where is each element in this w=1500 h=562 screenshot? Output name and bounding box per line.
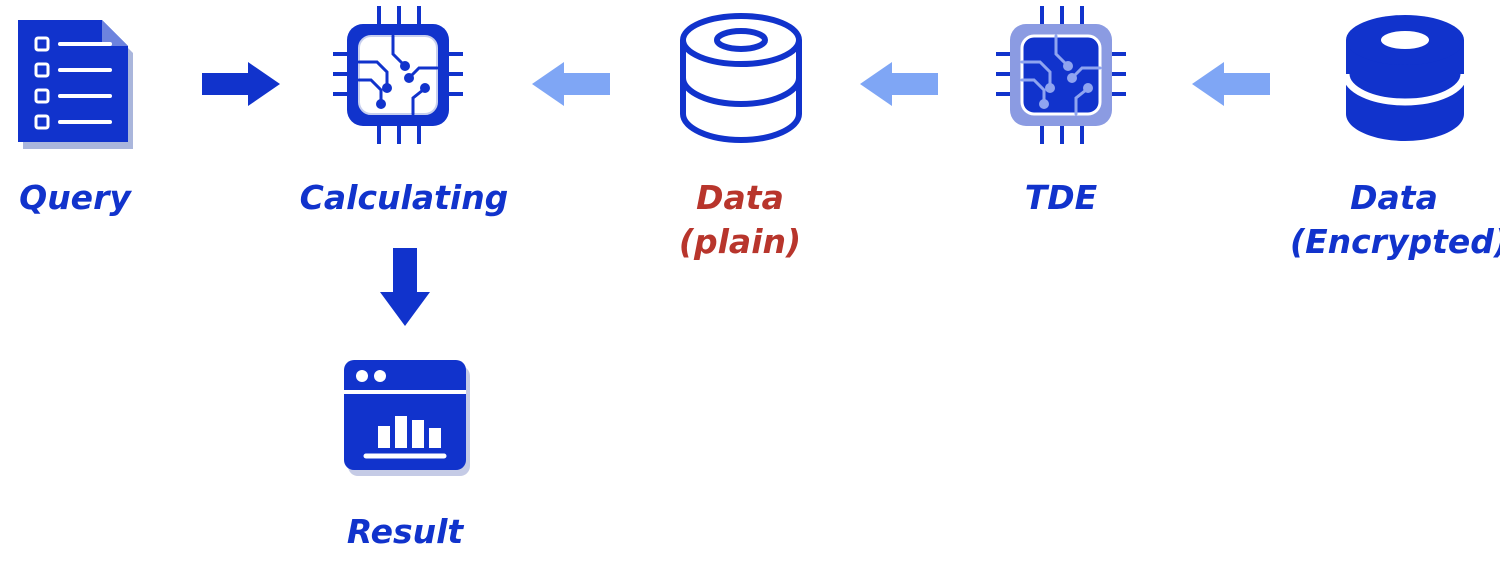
arrow-data-plain-to-calculating (532, 62, 610, 106)
arrow-tde-to-data-plain (860, 62, 938, 106)
arrow-query-to-calculating (202, 62, 280, 106)
checklist-document-icon (18, 20, 133, 149)
arrow-data-encrypted-to-tde (1192, 62, 1270, 106)
label-query: Query (19, 178, 131, 217)
database-solid-icon (1342, 15, 1468, 141)
arrow-calculating-to-result (380, 248, 430, 326)
label-data-plain: Data (plain) (678, 178, 802, 261)
database-outline-icon (680, 13, 802, 144)
label-tde: TDE (1024, 178, 1098, 217)
bar-chart-window-icon (344, 360, 470, 476)
label-data-encrypted: Data (Encrypted) (1290, 178, 1500, 261)
label-result: Result (346, 512, 464, 551)
processor-chip-icon (333, 6, 463, 144)
label-calculating: Calculating (299, 178, 509, 217)
processor-chip-icon (996, 6, 1126, 144)
